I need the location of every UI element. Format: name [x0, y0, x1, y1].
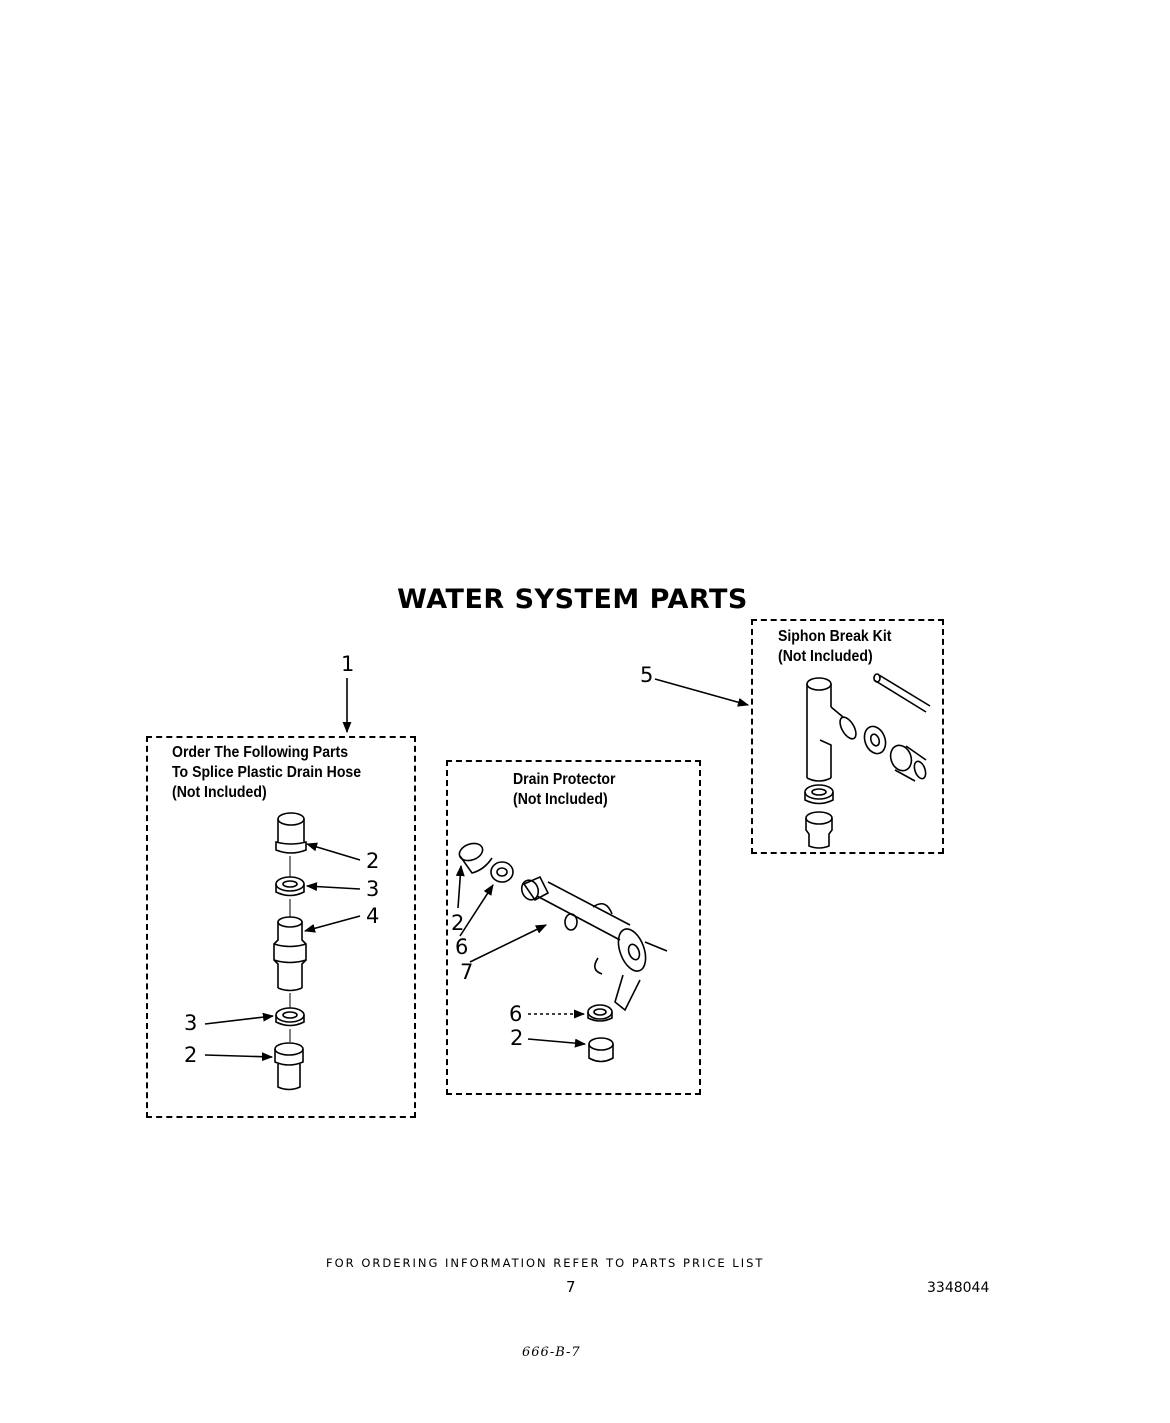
clamp-part-bottom: [275, 1007, 305, 1027]
connector-part: [273, 916, 307, 992]
siphon-bottom-coupling-part: [805, 811, 833, 849]
handwritten-note: 666-B-7: [522, 1345, 581, 1360]
ordering-note: FOR ORDERING INFORMATION REFER TO PARTS …: [326, 1256, 765, 1270]
siphon-bottom-clamp-part: [804, 784, 834, 805]
callout-7-drain-protector: 7: [460, 960, 474, 984]
coupling-part-top: [275, 812, 307, 854]
coupling-part-bottom: [274, 1042, 304, 1091]
drain-protector-box: [446, 760, 701, 1095]
page-number: 7: [566, 1278, 576, 1296]
siphon-tube-part: [873, 673, 931, 713]
splice-kit-box: [146, 736, 416, 1118]
siphon-kit-line-2: (Not Included): [778, 648, 873, 665]
drain-lower-clamp-part: [587, 1004, 613, 1022]
callout-4-connector: 4: [366, 904, 380, 928]
callout-3-clamp: 3: [366, 877, 380, 901]
drain-lower-coupling-part: [588, 1037, 614, 1063]
callout-2-lower-coupling: 2: [184, 1043, 198, 1067]
splice-kit-label: Order The Following Parts To Splice Plas…: [172, 743, 361, 803]
drain-protector-line-1: Drain Protector: [513, 771, 616, 788]
page-title: WATER SYSTEM PARTS: [397, 584, 748, 615]
callout-5: 5: [640, 663, 654, 687]
siphon-break-kit-label: Siphon Break Kit (Not Included): [778, 627, 891, 667]
drain-protector-body: [520, 875, 668, 1012]
callout-2-lower-drain-coupling: 2: [510, 1026, 524, 1050]
clamp-part-top: [275, 876, 305, 897]
splice-kit-line-3: (Not Included): [172, 784, 267, 801]
drain-protector-line-2: (Not Included): [513, 791, 608, 808]
splice-kit-line-1: Order The Following Parts: [172, 744, 349, 761]
callout-6-drain-clamp: 6: [455, 935, 469, 959]
siphon-side-coupling-part: [889, 744, 927, 782]
callout-6-lower-clamp: 6: [509, 1002, 523, 1026]
siphon-break-kit-box: [751, 619, 944, 854]
callout-1: 1: [341, 652, 355, 676]
drain-coupling-part: [458, 842, 493, 874]
drain-protector-label: Drain Protector (Not Included): [513, 770, 615, 810]
document-number: 3348044: [927, 1280, 990, 1296]
drain-clamp-part: [490, 861, 514, 883]
siphon-kit-line-1: Siphon Break Kit: [778, 628, 892, 645]
callout-2-coupling: 2: [366, 849, 380, 873]
siphon-side-clamp-part: [863, 725, 887, 755]
callout-2-drain-coupling: 2: [451, 911, 465, 935]
callout-3-lower-clamp: 3: [184, 1011, 198, 1035]
siphon-tee-part: [806, 677, 857, 782]
splice-kit-line-2: To Splice Plastic Drain Hose: [172, 764, 362, 781]
